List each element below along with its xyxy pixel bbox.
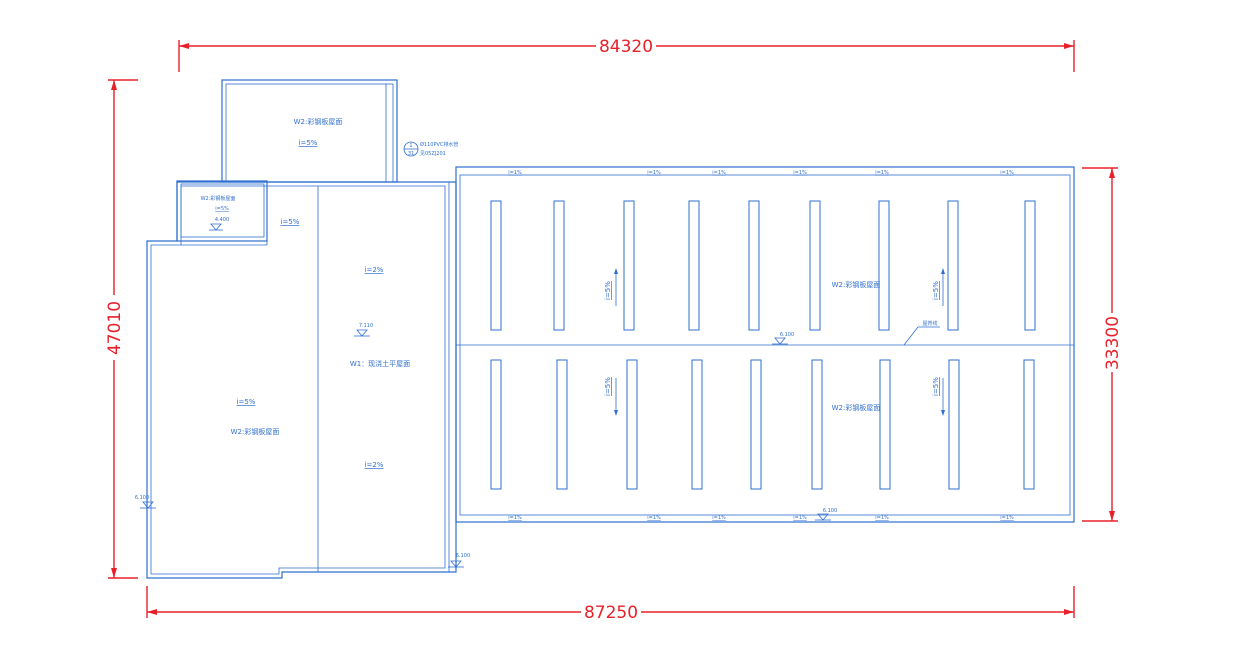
gutter-bottom-slope: i=1% xyxy=(793,515,807,521)
main-left-wing xyxy=(146,181,457,579)
gutter-top-slope: i=1% xyxy=(508,170,522,176)
gutter-bottom-slope: i=1% xyxy=(508,515,522,521)
skylight xyxy=(1023,359,1035,490)
pipe-callout-number: 1 xyxy=(409,143,412,149)
lower-left-slope: i=5% xyxy=(604,377,612,396)
elevation-mark-icon xyxy=(817,513,829,521)
dimension-top-value: 84320 xyxy=(599,37,653,57)
skylight xyxy=(490,359,502,490)
skylight xyxy=(809,200,821,331)
gutter-top-slope: i=1% xyxy=(875,170,889,176)
skylight xyxy=(948,359,960,490)
top-room-roof-label: W2:彩钢板屋面 xyxy=(294,117,343,126)
pipe-callout-sheet: 31 xyxy=(408,151,414,157)
gutter-bottom-slope: i=1% xyxy=(712,515,726,521)
lower-right-slope: i=5% xyxy=(932,377,940,396)
skylight xyxy=(750,359,762,490)
ridge-label: 屋脊线 xyxy=(922,320,937,327)
elevation-mark-icon xyxy=(142,501,154,509)
elevation-mark-icon xyxy=(210,223,222,231)
skylight xyxy=(748,200,760,331)
dimension-left-value: 47010 xyxy=(105,301,125,355)
skylight xyxy=(1024,200,1036,331)
skylight xyxy=(626,359,638,490)
pipe-callout: 1 31 Ø110PVC排水管 见05ZJ201 xyxy=(403,141,458,157)
right-upper-roof-label: W2:彩钢板屋面 xyxy=(832,280,881,289)
small-room-roof-label: W2:彩钢板屋面 xyxy=(201,195,236,202)
gutter-top-slope: i=1% xyxy=(647,170,661,176)
skylights-upper xyxy=(490,200,1036,331)
elevation-mark-icon xyxy=(774,337,786,345)
skylight xyxy=(490,200,502,331)
w1-slope-lower: i=2% xyxy=(365,461,384,469)
skylight xyxy=(556,359,568,490)
gutter-top-slope: i=1% xyxy=(1000,170,1014,176)
w1-slope-upper: i=2% xyxy=(365,266,384,274)
w1-elevation: 7.110 xyxy=(359,323,373,329)
mid-strip-slope: i=5% xyxy=(281,218,300,226)
small-room-slope: i=5% xyxy=(215,206,229,212)
gutter-top-slopes: i=1% i=1% i=1% i=1% i=1% i=1% xyxy=(508,170,1014,176)
elevation-mark-icon xyxy=(450,560,462,568)
dimension-right: 33300 xyxy=(1082,167,1123,522)
left-wing-elevation: 6.100 xyxy=(135,495,149,501)
small-room-elevation: 4.400 xyxy=(215,217,229,223)
right-block xyxy=(455,166,1075,523)
skylight xyxy=(553,200,565,331)
pipe-callout-line2: 见05ZJ201 xyxy=(420,151,446,157)
pipe-callout-line1: Ø110PVC排水管 xyxy=(420,141,458,148)
elevation-mark-icon xyxy=(356,329,368,337)
skylight xyxy=(878,200,890,331)
dimension-left: 47010 xyxy=(105,79,138,579)
bottom-gutter-elevation: 6.100 xyxy=(823,508,837,514)
gutter-bottom-slope: i=1% xyxy=(875,515,889,521)
upper-left-slope: i=5% xyxy=(604,281,612,300)
skylight xyxy=(691,359,703,490)
right-lower-roof-label: W2:彩钢板屋面 xyxy=(832,403,881,412)
small-room: W2:彩钢板屋面 i=5% 4.400 xyxy=(176,180,268,242)
dimension-bottom: 87250 xyxy=(146,586,1075,623)
skylights-lower xyxy=(490,359,1035,490)
skylight xyxy=(879,359,891,490)
dimension-right-value: 33300 xyxy=(1103,316,1123,370)
ridge-elevation: 6.100 xyxy=(780,332,794,338)
left-wing-roof-label: W2:彩钢板屋面 xyxy=(231,427,280,436)
left-wing-slope: i=5% xyxy=(237,398,256,406)
dimension-bottom-value: 87250 xyxy=(584,603,638,623)
gutter-bottom-slope: i=1% xyxy=(1000,515,1014,521)
gutter-top-slope: i=1% xyxy=(712,170,726,176)
bottom-corner-elevation: 6.100 xyxy=(456,553,470,559)
top-room: W2:彩钢板屋面 i=5% xyxy=(221,79,398,183)
upper-right-slope: i=5% xyxy=(932,281,940,300)
gutter-top-slope: i=1% xyxy=(793,170,807,176)
top-room-slope: i=5% xyxy=(299,139,318,147)
skylight xyxy=(811,359,823,490)
skylight xyxy=(947,200,959,331)
skylight xyxy=(688,200,700,331)
w1-roof-label: W1：现浇土平屋面 xyxy=(350,359,410,368)
dimension-top: 84320 xyxy=(178,37,1075,72)
skylight xyxy=(623,200,635,331)
gutter-bottom-slope: i=1% xyxy=(647,515,661,521)
gutter-bottom-slopes: i=1% i=1% i=1% i=1% i=1% i=1% xyxy=(508,515,1014,521)
